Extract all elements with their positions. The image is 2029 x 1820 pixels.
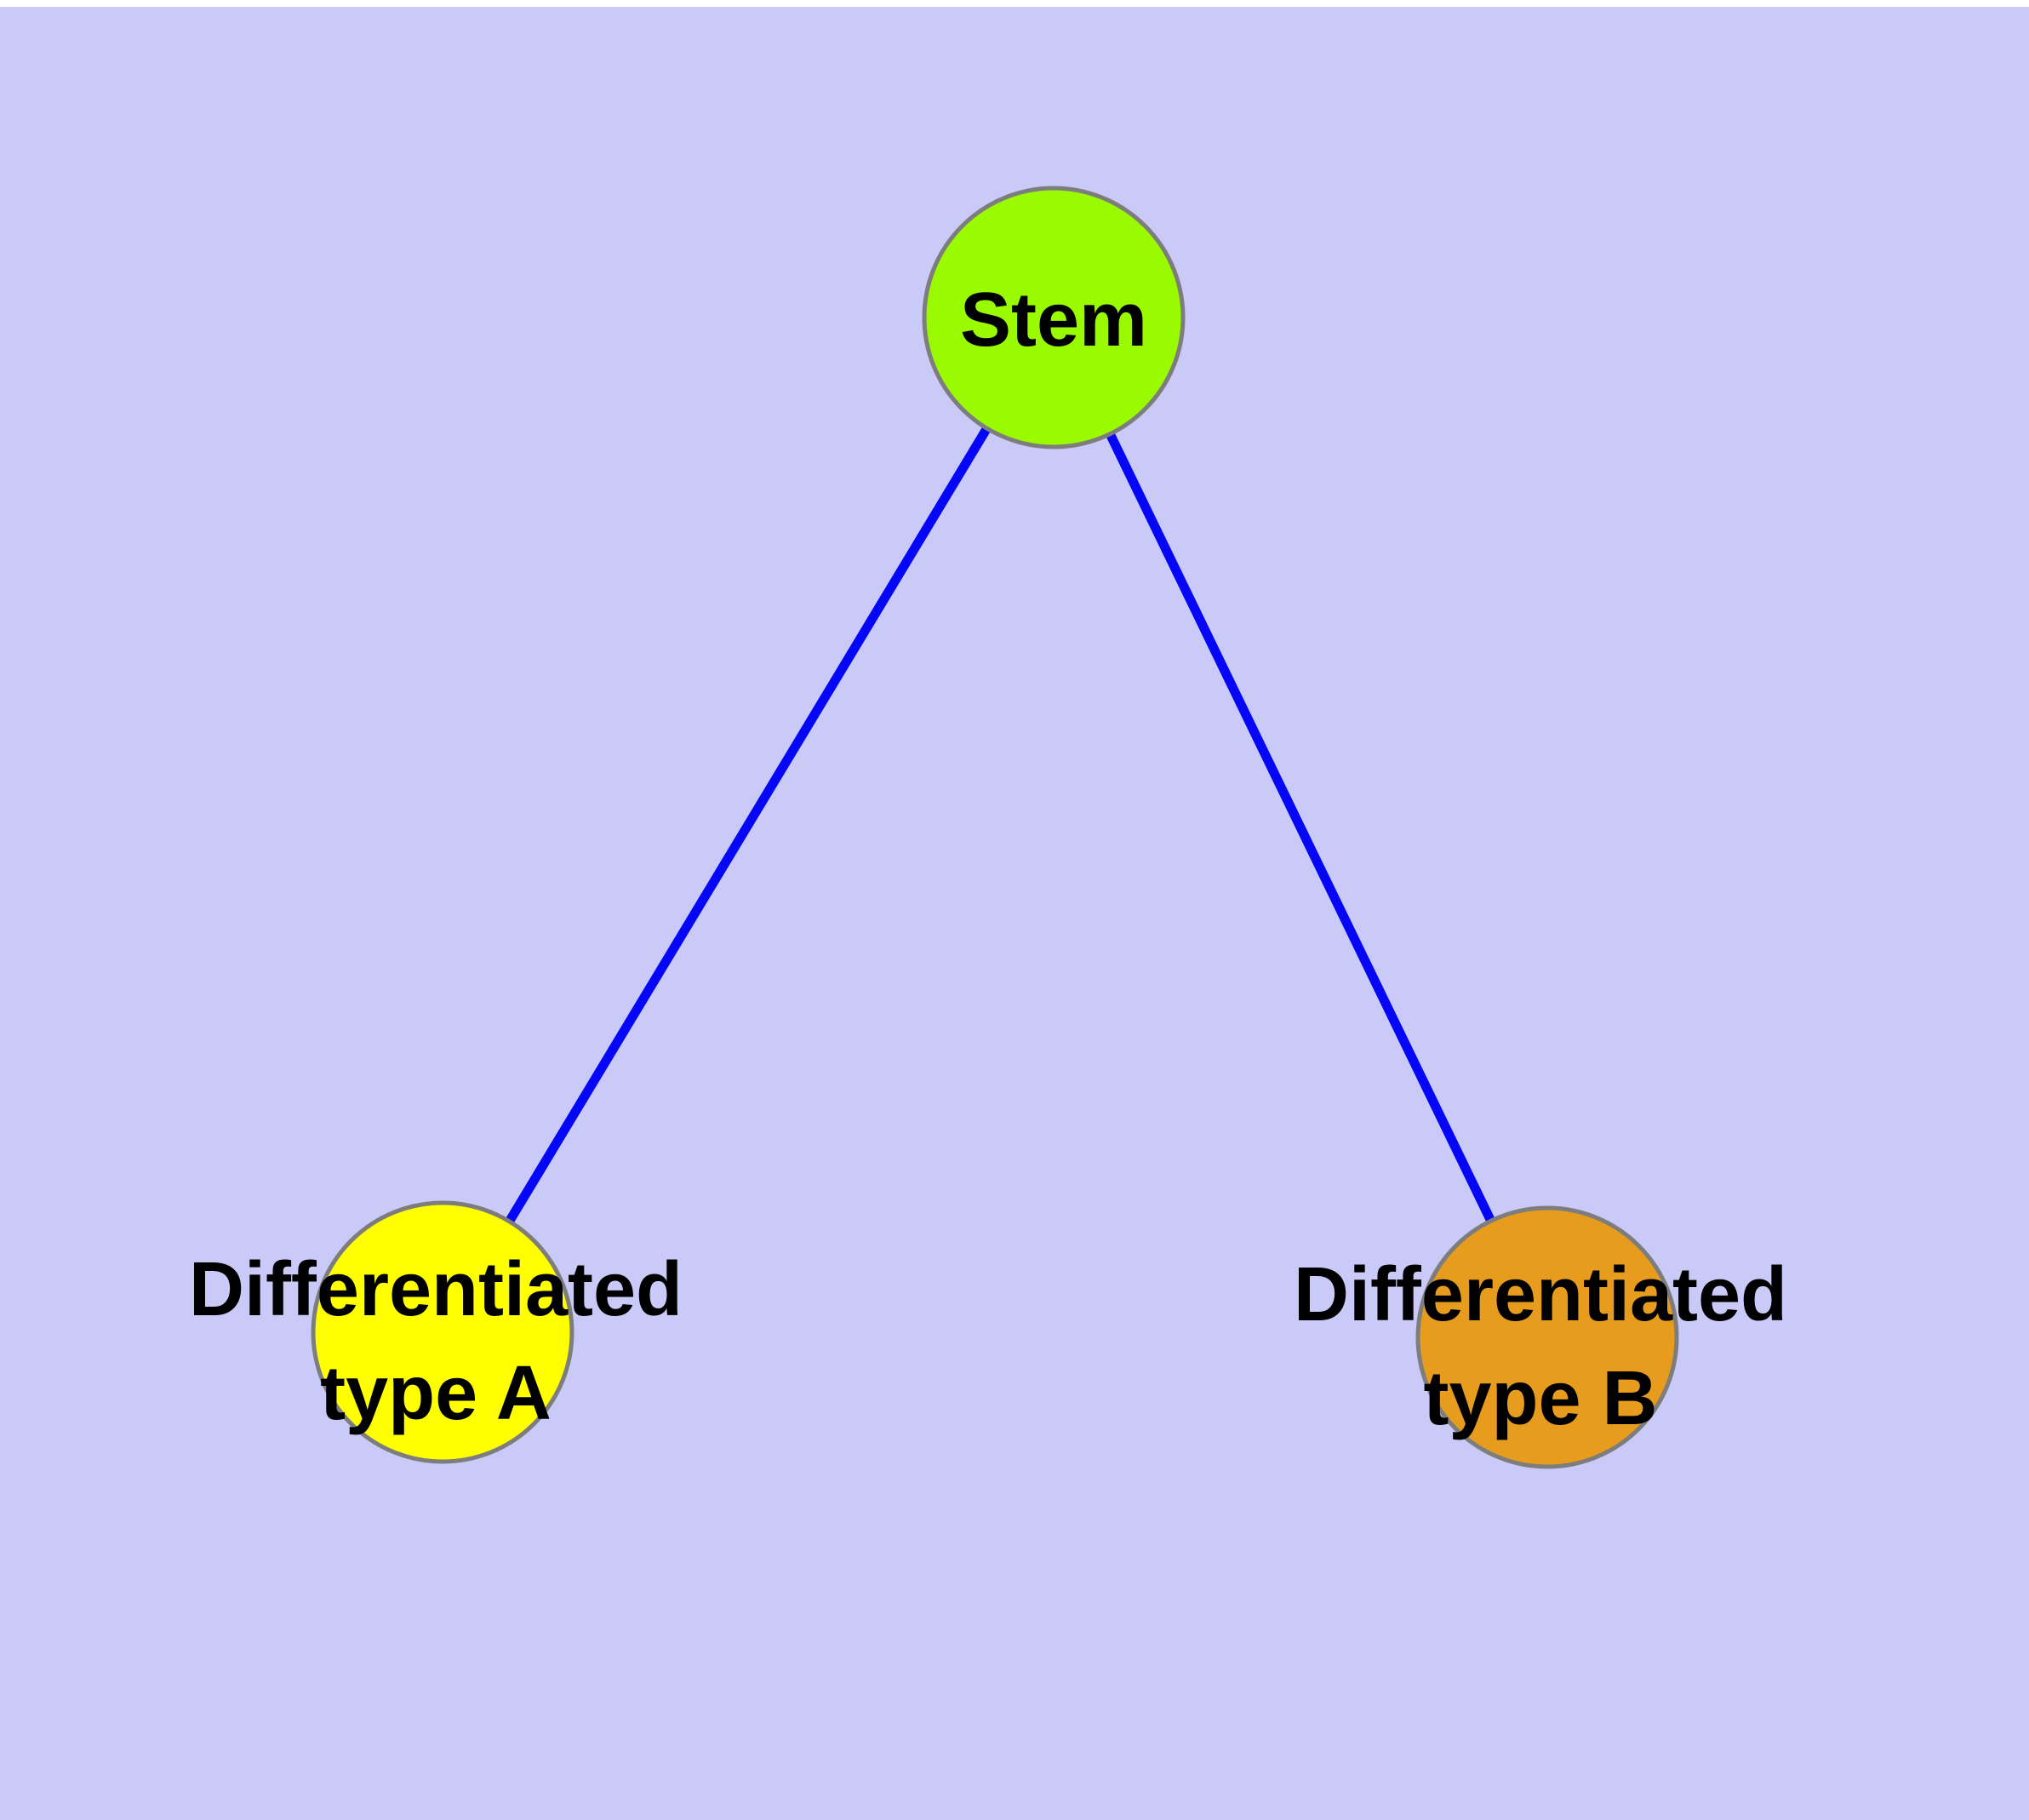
stem-node-circle: [922, 186, 1186, 449]
type-a-node-circle: [311, 1200, 574, 1464]
stem-node-label: Stem: [960, 278, 1147, 363]
type-a-node: Differentiated type A: [189, 1200, 683, 1464]
type-b-node: Differentiated type B: [1294, 1205, 1787, 1469]
stem-node: Stem: [922, 186, 1186, 449]
type-a-node-label-line2: type A: [320, 1351, 552, 1436]
edge-stem-to-type-b: [1049, 315, 1552, 1340]
type-b-node-label-line1: Differentiated: [1294, 1252, 1787, 1337]
edge-stem-to-type-a: [438, 315, 1058, 1335]
type-b-node-label-line2: type B: [1423, 1356, 1657, 1441]
type-b-node-circle: [1415, 1205, 1679, 1469]
type-a-node-label-line1: Differentiated: [189, 1247, 683, 1332]
